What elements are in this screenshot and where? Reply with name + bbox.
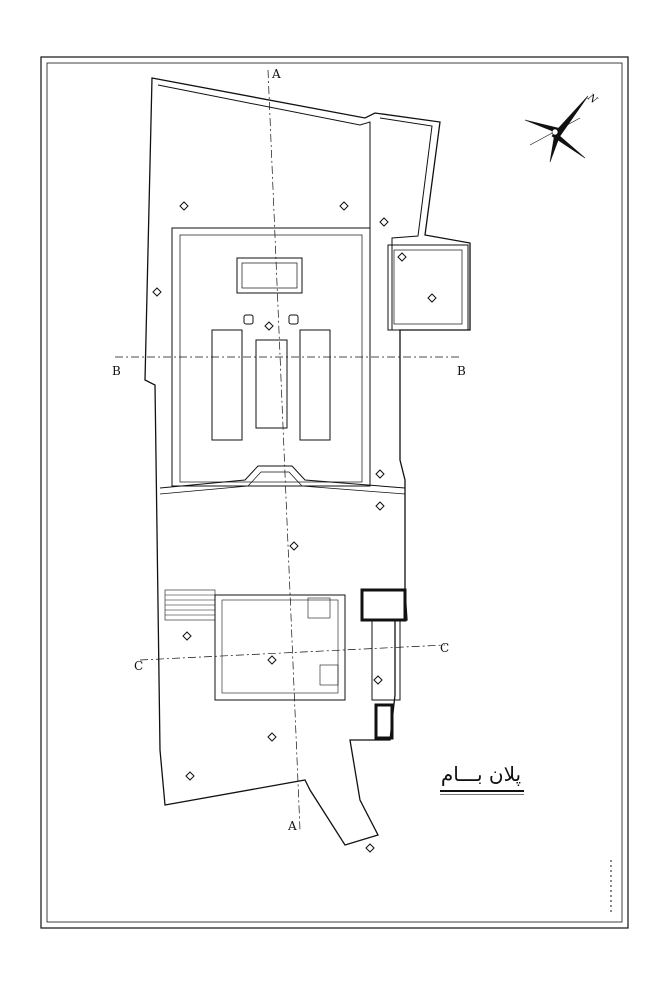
section-c-left-label: C bbox=[134, 659, 143, 673]
section-b-right-label: B bbox=[457, 364, 466, 378]
drawing-title: پلان بـــام bbox=[440, 762, 522, 786]
roof-light-center bbox=[255, 339, 288, 429]
annex-wall bbox=[379, 117, 433, 330]
pool-inner bbox=[241, 262, 298, 289]
section-line-c bbox=[139, 644, 446, 661]
stair-box bbox=[360, 588, 407, 622]
building-outline bbox=[144, 77, 471, 846]
lower-room bbox=[214, 594, 346, 701]
skylight bbox=[288, 314, 299, 325]
small-box bbox=[374, 703, 394, 740]
section-b-left-label: B bbox=[112, 364, 121, 378]
annex-room-inner bbox=[393, 249, 463, 325]
section-line-a bbox=[267, 69, 301, 831]
courtyard-edge bbox=[159, 465, 406, 489]
lower-room-inner bbox=[221, 599, 339, 694]
annex-room bbox=[387, 244, 469, 331]
roof-light-left bbox=[211, 329, 243, 441]
courtyard-edge-inner bbox=[159, 471, 406, 495]
courtyard-inner bbox=[179, 234, 363, 483]
stairs bbox=[164, 589, 339, 686]
title-underline bbox=[440, 790, 524, 792]
inner-frame bbox=[46, 62, 623, 923]
north-compass-icon bbox=[524, 95, 589, 163]
title-underline-thin bbox=[440, 794, 524, 795]
section-a-bottom-label: A bbox=[287, 819, 297, 833]
courtyard bbox=[171, 227, 371, 487]
skylight bbox=[243, 314, 254, 325]
shaft bbox=[371, 619, 401, 701]
parapet-line bbox=[157, 84, 371, 230]
pool bbox=[236, 257, 303, 294]
section-c-right-label: C bbox=[440, 641, 449, 655]
section-a-top-label: A bbox=[271, 67, 281, 81]
roof-light-right bbox=[299, 329, 331, 441]
north-label: N bbox=[584, 91, 599, 106]
elevation-markers bbox=[152, 201, 437, 853]
outer-frame bbox=[40, 56, 629, 929]
